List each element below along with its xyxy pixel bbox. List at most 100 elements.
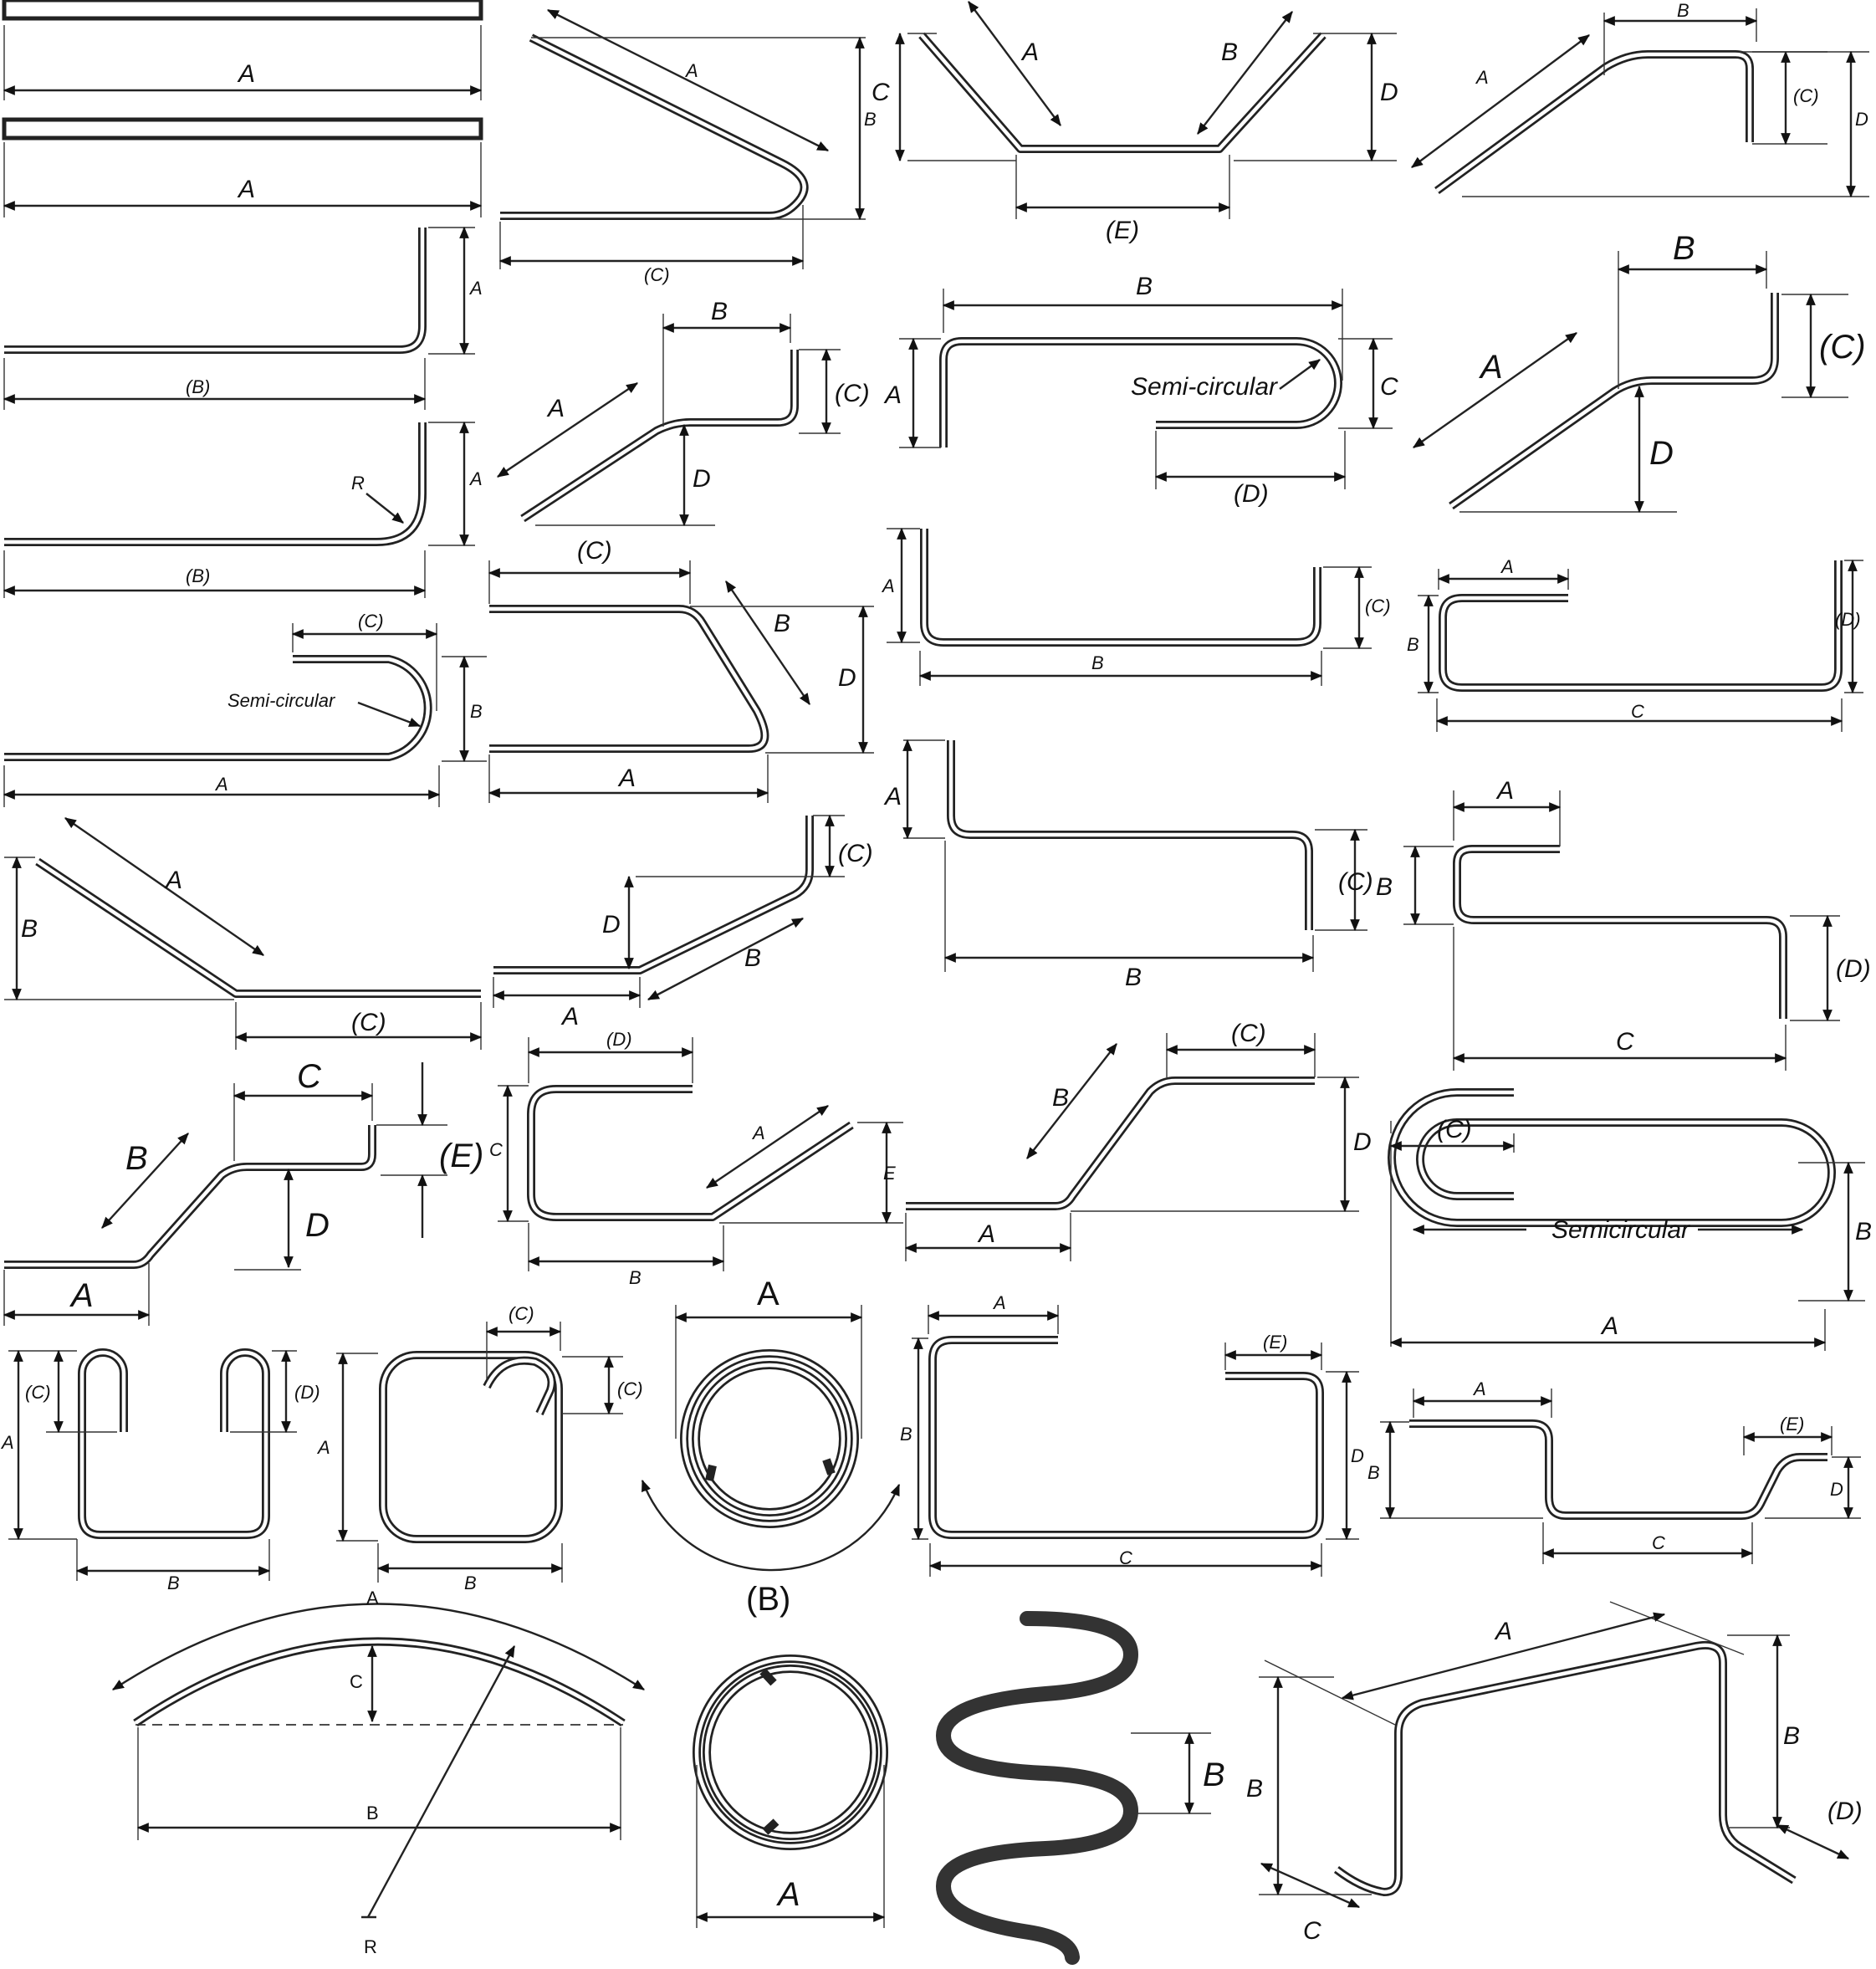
dim-label: A [881,575,895,596]
semicircular-label: Semicircular [1551,1216,1690,1244]
dim-label: C [350,1671,363,1692]
shape-straight-bars: A A [2,0,483,217]
dim-label: B [900,1424,912,1445]
dim-label: A [1479,349,1503,386]
shape-large-c-channel: A B (E) D C [900,1292,1364,1577]
dim-label: B [1367,1462,1380,1483]
dim-label: (D) [294,1382,320,1403]
dim-label: A [883,381,902,409]
dim-label: C [1303,1917,1321,1945]
dim-label: A [468,278,483,299]
dim-label: C [1119,1547,1132,1568]
dim-label: C [1616,1028,1634,1056]
shape-arc-bar: A C B R [112,1588,645,1957]
dim-label: (C) [1365,596,1391,616]
shape-s-bar: A B (D) C [1376,777,1871,1071]
dim-label: B [1136,273,1153,300]
dim-label: B [167,1573,180,1593]
dim-label: B [1783,1722,1800,1750]
dim-label: (C) [617,1378,643,1399]
dim-label: (C) [25,1382,51,1403]
dim-label: B [1091,652,1104,673]
dim-label: D [1353,1128,1372,1156]
dim-label: A [468,468,483,489]
dim-label: A [617,765,636,792]
dim-label: A [560,1003,579,1031]
shape-v-trough: A B C D (E) [872,1,1398,244]
dim-label: C [1380,373,1398,401]
dim-label: C [489,1139,503,1160]
dim-label: (B) [186,565,210,586]
semicircular-label: Semi-circular [1131,373,1278,401]
dim-label: (C) [838,840,873,867]
dim-label: (C) [1437,1116,1472,1143]
dim-label: B [711,298,728,325]
dim-label: (D) [1835,609,1861,630]
dim-label: (C) [644,264,670,285]
shape-diagonal-hook: A B (C) D [1411,0,1869,198]
shape-l-hook-down: A (C) B [883,739,1373,991]
dim-label: (E) [439,1138,483,1174]
dim-label: D [838,664,856,692]
dim-label: A [1494,1618,1512,1645]
shape-u-channel: A (C) B [881,527,1391,686]
shape-diagonal-step-hook: A B (C) D [497,298,870,527]
dim-label: B [1677,0,1689,21]
dim-label: B [464,1573,477,1593]
dim-label: (E) [1780,1414,1804,1435]
dim-label: (B) [186,376,210,397]
dim-label: (C) [1819,329,1866,366]
shape-bar-semicircular-end: (C) B Semi-circular A [3,611,487,807]
shape-crank-bar: (C) B D A [904,1020,1372,1261]
dim-label: A [1475,67,1489,88]
dim-label: A [1495,777,1514,805]
shape-helix: B [935,1611,1225,1965]
dim-label: B [864,109,877,130]
dim-label: (E) [1106,217,1139,244]
semicircular-label: Semi-circular [227,690,336,711]
dim-label: A [776,1876,800,1913]
dim-label: B [1125,964,1142,991]
dim-label: A [0,1432,14,1453]
shape-square-tie: A (C) (C) B [316,1303,643,1593]
dim-label: C [872,79,890,106]
dim-label: (E) [1263,1332,1287,1353]
dim-label: A [237,176,255,203]
dim-label: B [774,610,790,637]
shape-l-bar: A (B) [3,226,483,410]
dim-label: A [164,867,182,894]
shape-cranked-bar-hook: (C) D B A [492,814,873,1031]
dim-label: A [316,1437,330,1458]
dim-label: B [1246,1775,1263,1803]
dim-label: C [297,1058,322,1095]
dim-label: B [1052,1084,1069,1112]
dim-label: (C) [835,380,870,407]
dim-label: A [684,60,698,81]
dim-label: A [1600,1312,1618,1340]
dim-label: D [1855,109,1868,130]
shape-hairpin-diagonal: A B (C) [498,8,877,285]
dim-label: A [883,783,902,811]
dim-label: A [992,1292,1006,1313]
shape-c-angled-tail: (D) C A E B [489,1029,903,1288]
dim-label: D [1830,1479,1843,1500]
dim-label: (B) [746,1581,790,1618]
dim-label: (C) [509,1303,534,1324]
dim-label: D [305,1207,330,1244]
dim-label: B [1855,1218,1872,1245]
dim-label: A [1472,1378,1486,1399]
shape-semicircular-loop: (C) Semicircular B A [1388,1088,1872,1351]
dim-label: A [366,1588,379,1608]
dim-label: A [69,1277,94,1314]
shape-l-bar-radius: A R (B) [3,421,483,598]
dim-label: B [629,1267,642,1288]
dim-label: A [977,1220,995,1248]
dim-label: (C) [1793,85,1819,106]
dim-label: A [214,774,228,795]
dim-label: (D) [1827,1798,1863,1825]
dim-label: (C) [351,1009,386,1036]
dim-label: A [757,1276,780,1312]
dim-label: A [546,395,565,422]
dim-label: C [1631,701,1644,722]
shape-u-with-hooks: A (C) (D) B [0,1348,320,1593]
